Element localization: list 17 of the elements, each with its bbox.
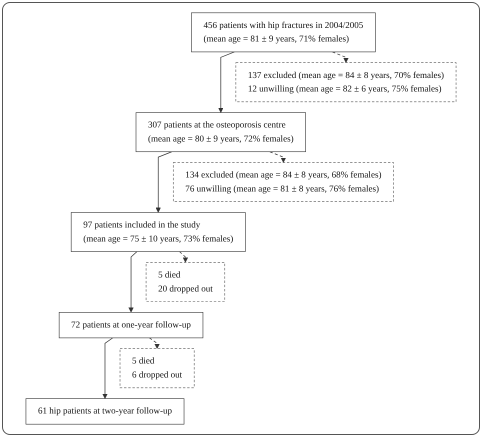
arrow: [149, 338, 160, 349]
arrow: [332, 52, 349, 63]
node-box: 72 patients at one-year follow-up: [58, 312, 204, 338]
node-box: 307 patients at the osteoporosis centre (mean age = 80 ± 9 years, 72% females): [136, 112, 306, 152]
node-box: 456 patients with hip fractures in 2004/2005 (mean age = 81 ± 9 years, 71% females): [191, 12, 376, 52]
node-box: 137 excluded (mean age = 84 ± 8 years, 70% females) 12 unwilling (mean age = 82 ± 6 years, 75% females): [236, 62, 456, 102]
arrow: [156, 151, 172, 213]
node-box: 5 died 20 dropped out: [146, 262, 226, 302]
node-box: 134 excluded (mean age = 84 ± 8 years, 68% females) 76 unwilling (mean age = 81 ± 8 years, 76% females): [172, 162, 394, 202]
arrow: [128, 251, 138, 313]
node-box: 5 died 6 dropped out: [120, 348, 194, 388]
arrow: [102, 338, 114, 399]
node-box: 61 hip patients at two-year follow-up: [26, 398, 184, 424]
arrow: [218, 52, 235, 113]
arrow: [269, 151, 286, 163]
arrow: [179, 251, 188, 263]
node-box: 97 patients included in the study (mean age = 75 ± 10 years, 73% females): [70, 212, 246, 252]
